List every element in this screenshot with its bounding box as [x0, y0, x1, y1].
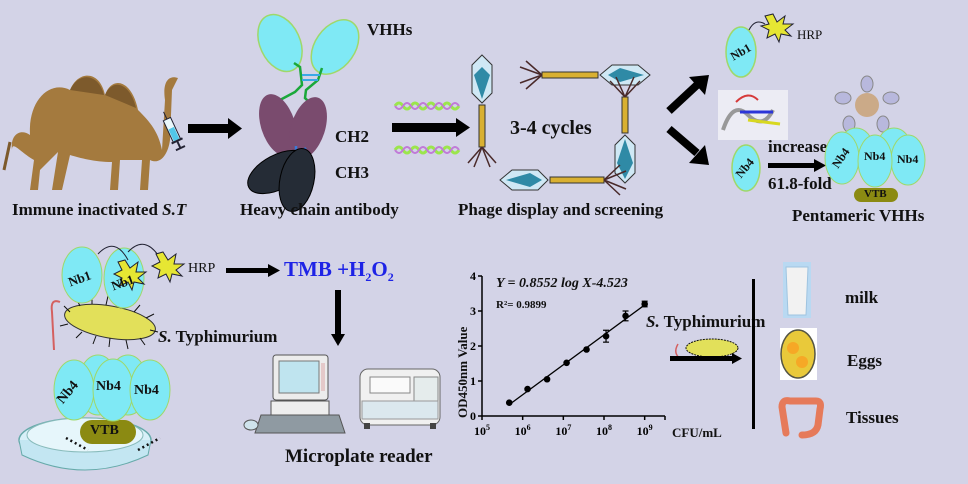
- nb4-label-2: Nb4: [96, 379, 121, 394]
- chart-x-axis-label: CFU/mL: [672, 425, 722, 440]
- samples-bacteria-rest: Typhimurium: [659, 312, 766, 331]
- microplate-reader-icon: [359, 368, 441, 429]
- samples-bacteria-label: S. Typhimurium: [646, 313, 765, 331]
- ch2-domain-right: [289, 97, 327, 159]
- arrow-up-right-icon: [666, 75, 709, 114]
- pentamer-nb4-label-3: Nb4: [897, 152, 919, 166]
- tmb-h2o2-label: TMB +H2O2: [284, 257, 394, 285]
- sandwich-assay-diagram: [18, 243, 186, 471]
- dna-helix-icon: [393, 101, 461, 155]
- arrow-right-icon: [670, 353, 742, 364]
- nanobody-crystal-structure-icon: [718, 90, 788, 140]
- chart-data-point: [583, 346, 590, 353]
- ch2-domain-left: [259, 94, 297, 156]
- chart-y-tick-label: 4: [470, 269, 476, 283]
- tmb-sub-2: 2: [387, 270, 394, 285]
- phage-icon: [499, 164, 627, 196]
- bacteria-label-rest: Typhimurium: [171, 327, 278, 346]
- camel-icon: [2, 75, 178, 190]
- camel-caption: Immune inactivated S.T: [12, 200, 186, 220]
- chart-r-squared: R²= 0.9899: [496, 299, 547, 311]
- tmb-o: O: [371, 257, 388, 281]
- arrow-down-right-icon: [666, 125, 709, 165]
- pentamer-nb4-label-2: Nb4: [864, 149, 886, 163]
- pentamer-vtb-label: VTB: [864, 188, 887, 200]
- heavy-chain-antibody-diagram: [247, 13, 360, 212]
- chart-x-tick-label: 107: [555, 423, 571, 438]
- arrow-right-icon: [392, 118, 470, 137]
- tmb-sub-1: 2: [365, 270, 372, 285]
- syringe-icon: [162, 111, 186, 152]
- chart-y-tick-label: 0: [470, 409, 476, 423]
- arrow-down-icon: [331, 290, 345, 346]
- phage-caption: Phage display and screening: [458, 200, 664, 219]
- tmb-text: TMB +H: [284, 257, 366, 281]
- ch2-label: CH2: [335, 127, 369, 146]
- arrow-right-icon: [768, 159, 826, 172]
- antibody-caption: Heavy chain antibody: [240, 200, 399, 219]
- nb1-hrp-conjugate: [725, 13, 795, 78]
- chart-x-tick-label: 108: [596, 423, 612, 438]
- increase-label: increase: [768, 137, 828, 156]
- bacteria-label: S. Typhimurium: [158, 327, 277, 347]
- chart-y-axis-label: OD450nm Value: [455, 326, 470, 418]
- chart-data-point: [641, 300, 648, 308]
- chart-y-tick-label: 2: [470, 339, 476, 353]
- vhhs-label: VHHs: [367, 20, 413, 39]
- vtb-scaffold: [854, 188, 898, 202]
- chart-data-point: [602, 332, 610, 340]
- hrp-star-icon: [150, 251, 186, 284]
- ch3-label: CH3: [335, 163, 369, 182]
- phage-display-cycle: [467, 54, 651, 196]
- hrp-star-icon: [759, 13, 795, 44]
- cycles-label: 3-4 cycles: [510, 117, 592, 139]
- bacteria-label-italic: S.: [158, 327, 172, 346]
- hrp-top-label: HRP: [797, 27, 823, 42]
- vtb-label: VTB: [90, 423, 119, 438]
- milk-glass-icon: [783, 262, 811, 318]
- chart-y-tick-label: 3: [470, 304, 476, 318]
- samples-bracket-line: [752, 279, 755, 429]
- chart-equation: Y = 0.8552 log X-4.523: [496, 276, 628, 291]
- vtb-scaffold: [80, 420, 136, 444]
- computer-icon: [243, 354, 346, 434]
- nb1-domain: [725, 26, 757, 78]
- hrp-bottom-label: HRP: [188, 261, 216, 276]
- sample-label-tissues: Tissues: [846, 408, 899, 427]
- vhh-domain-left: [257, 13, 303, 73]
- chart-fit-line: [508, 304, 646, 406]
- pentamer-structure-icon: [834, 75, 900, 133]
- sample-label-eggs: Eggs: [847, 351, 882, 370]
- ch3-domain-right: [278, 148, 316, 212]
- phage-icon: [609, 76, 641, 184]
- reader-caption: Microplate reader: [285, 446, 433, 467]
- sample-label-milk: milk: [845, 288, 879, 307]
- pentamer-caption: Pentameric VHHs: [792, 206, 925, 225]
- nb4-label-3: Nb4: [134, 383, 159, 398]
- nb4-domain: [731, 144, 761, 192]
- chart-data-point: [524, 385, 531, 393]
- camel-illustration: [0, 40, 185, 195]
- chart-data-point: [563, 359, 570, 367]
- chart-data-point: [543, 375, 551, 383]
- eggs-bowl-icon: [780, 328, 817, 380]
- arrow-right-icon: [188, 118, 242, 139]
- chart-x-tick-label: 105: [474, 423, 490, 438]
- samples-bacteria-italic: S.: [646, 312, 660, 331]
- phage-icon: [467, 54, 497, 168]
- chart-x-tick-label: 109: [637, 423, 653, 438]
- intestine-icon: [778, 397, 824, 439]
- camel-caption-text: Immune inactivated: [12, 200, 163, 219]
- chart-y-tick-label: 1: [470, 374, 476, 388]
- arrow-right-icon: [226, 264, 280, 277]
- pentameric-vhh-diagram: [824, 127, 926, 202]
- vhh-domain-right: [310, 19, 360, 75]
- chart-data-point: [622, 312, 629, 320]
- fold-label: 61.8-fold: [768, 174, 832, 193]
- camel-caption-italic: S.T: [162, 200, 187, 219]
- chart-data-point: [505, 399, 513, 407]
- salmonella-bacterium-icon: [50, 295, 159, 351]
- hrp-star-icon: [112, 259, 148, 292]
- chart-x-tick-label: 106: [515, 423, 531, 438]
